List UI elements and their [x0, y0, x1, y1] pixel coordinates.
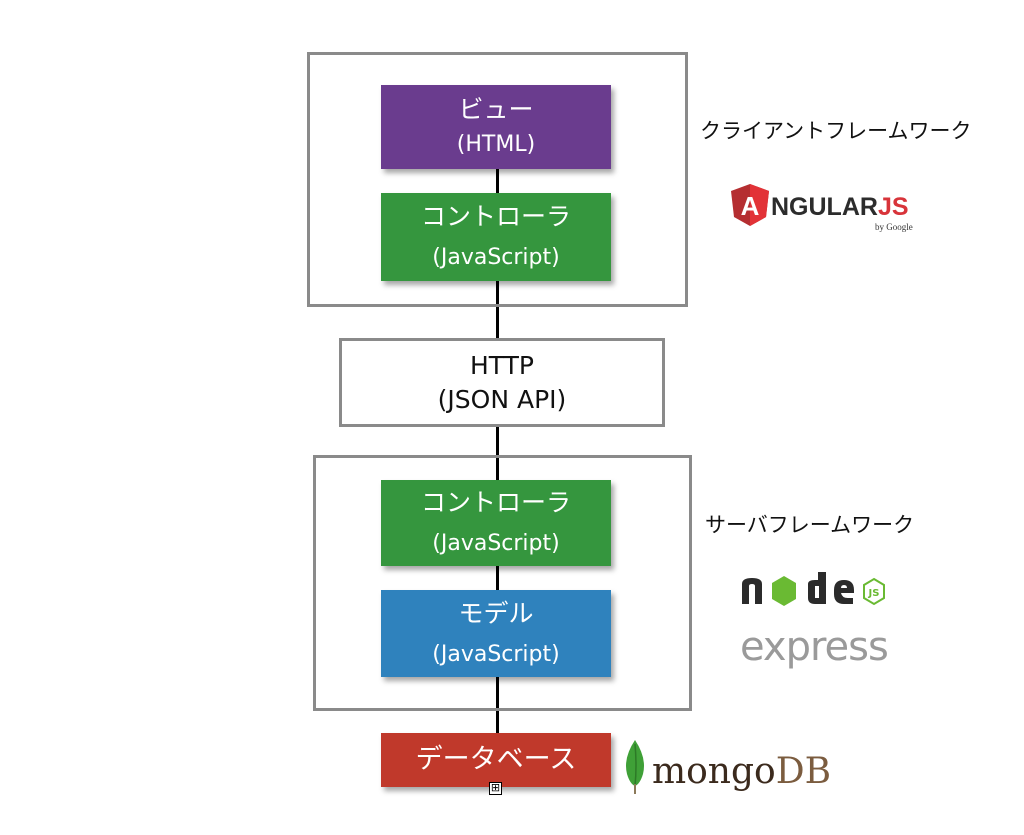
connector-server-database — [496, 676, 499, 734]
connector-view-controller — [496, 168, 499, 194]
node-e-glyph — [834, 580, 854, 604]
http-box: HTTP (JSON API) — [339, 338, 665, 427]
client-controller-subtitle: (JavaScript) — [432, 245, 560, 270]
mongo-wordmark: mongo — [652, 751, 776, 792]
server-framework-label: サーバフレームワーク — [705, 513, 915, 537]
expand-icon[interactable]: ⊞ — [489, 781, 502, 795]
server-controller-box: コントローラ (JavaScript) — [381, 480, 611, 566]
client-framework-label: クライアントフレームワーク — [700, 119, 972, 143]
client-controller-box: コントローラ (JavaScript) — [381, 193, 611, 281]
node-n-glyph — [742, 578, 762, 604]
node-d-glyph — [808, 572, 826, 604]
client-controller-title: コントローラ — [420, 202, 571, 231]
node-js-hexagon-icon — [863, 577, 885, 606]
node-js-glyph: JS — [868, 588, 880, 599]
angular-wordmark: NGULAR — [771, 193, 878, 221]
connector-controller-model — [496, 565, 499, 591]
node-hexagon-icon — [772, 576, 796, 606]
mongodb-wordmark: mongoDB — [652, 751, 831, 792]
server-controller-title: コントローラ — [420, 488, 571, 517]
nodejs-logo: JS — [742, 572, 885, 606]
model-box: モデル (JavaScript) — [381, 590, 611, 677]
connector-client-http — [496, 280, 499, 338]
view-box: ビュー (HTML) — [381, 85, 611, 169]
client-framework-frame — [307, 52, 688, 307]
express-logo: express — [740, 624, 889, 670]
server-controller-subtitle: (JavaScript) — [432, 531, 560, 556]
view-subtitle: (HTML) — [456, 132, 536, 157]
database-title: データベース — [415, 744, 577, 775]
mongodb-leaf-icon — [626, 740, 644, 794]
model-subtitle: (JavaScript) — [432, 641, 560, 667]
angular-shield-letter: A — [741, 191, 760, 221]
server-framework-frame — [313, 455, 692, 711]
http-title: HTTP — [470, 350, 534, 380]
angular-by-google: by Google — [875, 222, 913, 232]
angular-js-wordmark: JS — [877, 193, 909, 221]
connector-http-server — [496, 425, 499, 481]
angular-shield-icon: A — [731, 184, 769, 226]
db-wordmark: DB — [775, 751, 832, 792]
model-title: モデル — [458, 598, 534, 628]
http-subtitle: (JSON API) — [437, 384, 567, 414]
database-box: データベース — [381, 733, 611, 787]
view-title: ビュー — [458, 95, 534, 124]
